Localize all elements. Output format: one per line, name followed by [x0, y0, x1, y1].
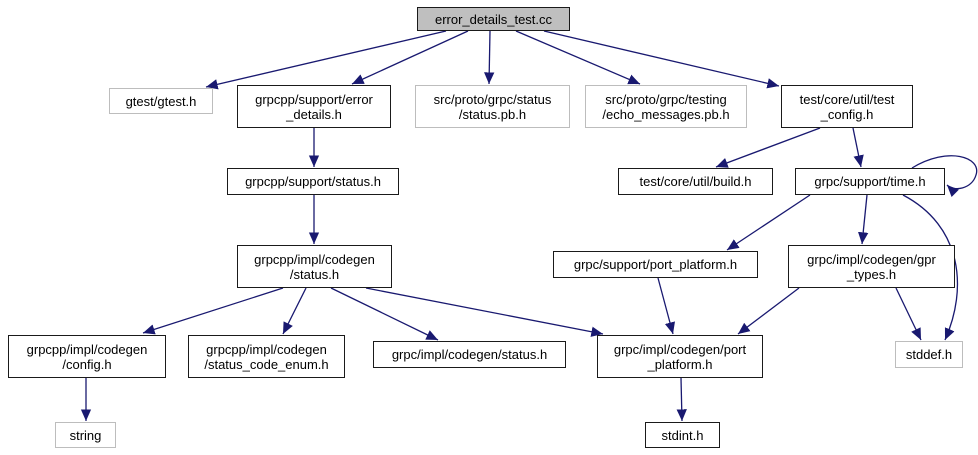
graph-node-string: string [55, 422, 116, 448]
graph-node-label: stddef.h [905, 347, 953, 362]
graph-node-stdint_h[interactable]: stdint.h [645, 422, 720, 448]
graph-node-label: src/proto/grpc/testing [605, 91, 727, 107]
graph-node-label: _platform.h [647, 356, 713, 372]
graph-node-stddef_h: stddef.h [895, 341, 963, 368]
graph-node-test_core_util_build_h[interactable]: test/core/util/build.h [618, 168, 773, 195]
edge-grpcpp_impl_codegen_status_h-to-grpc_impl_codegen_port_platform_h [365, 287, 604, 337]
graph-node-label: stdint.h [661, 427, 704, 443]
graph-node-label: string [69, 427, 102, 443]
graph-node-label: grpcpp/impl/codegen [206, 341, 327, 357]
graph-node-label: grpc/support/time.h [814, 174, 926, 189]
graph-node-label: grpcpp/support/status.h [245, 174, 381, 189]
graph-node-src_proto_grpc_status_status_pb_h: src/proto/grpc/status/status.pb.h [415, 85, 570, 128]
edge-grpcpp_impl_codegen_status_h-to-grpcpp_impl_codegen_status_code_enum_h [282, 287, 307, 335]
graph-node-grpcpp_support_error_details_h[interactable]: grpcpp/support/error_details.h [237, 85, 391, 128]
graph-node-label: test/core/util/test [799, 91, 895, 107]
graph-node-label: grpcpp/impl/codegen [26, 341, 148, 357]
graph-node-label: grpc/impl/codegen/port [613, 341, 747, 357]
graph-node-grpc_support_port_platform_h[interactable]: grpc/support/port_platform.h [553, 251, 758, 278]
graph-node-label: grpc/impl/codegen/gpr [807, 251, 936, 267]
graph-node-label: /status.h [289, 266, 340, 282]
graph-node-grpcpp_support_status_h[interactable]: grpcpp/support/status.h [227, 168, 399, 195]
edge-error_details_test_cc-to-test_core_util_test_config_h [543, 30, 780, 89]
graph-node-grpcpp_impl_codegen_status_h[interactable]: grpcpp/impl/codegen/status.h [237, 245, 392, 288]
graph-node-gtest_gtest_h: gtest/gtest.h [109, 88, 213, 114]
graph-node-grpc_impl_codegen_status_h[interactable]: grpc/impl/codegen/status.h [373, 341, 566, 368]
graph-node-label: grpcpp/impl/codegen [254, 251, 375, 267]
edge-grpcpp_impl_codegen_status_h-to-grpc_impl_codegen_status_h [330, 287, 439, 341]
edge-grpc_support_time_h-to-grpc_support_time_h [911, 155, 978, 197]
graph-node-label: /status_code_enum.h [204, 356, 329, 372]
graph-node-test_core_util_test_config_h[interactable]: test/core/util/test_config.h [781, 85, 913, 128]
graph-node-label: _config.h [820, 106, 874, 122]
graph-node-label: _types.h [846, 266, 897, 282]
graph-node-error_details_test_cc: error_details_test.cc [417, 7, 570, 31]
edge-grpc_impl_codegen_gpr_types_h-to-grpc_impl_codegen_port_platform_h [737, 287, 800, 335]
graph-node-grpc_impl_codegen_port_platform_h[interactable]: grpc/impl/codegen/port_platform.h [597, 335, 763, 378]
graph-node-label: gtest/gtest.h [125, 93, 197, 109]
graph-node-label: grpcpp/support/error [255, 91, 373, 107]
edge-grpc_support_port_platform_h-to-grpc_impl_codegen_port_platform_h [657, 277, 675, 335]
graph-node-label: grpc/impl/codegen/status.h [391, 347, 548, 362]
graph-node-label: /config.h [62, 356, 112, 372]
graph-node-label: _details.h [286, 106, 342, 122]
graph-node-grpc_impl_codegen_gpr_types_h[interactable]: grpc/impl/codegen/gpr_types.h [788, 245, 955, 288]
edge-grpc_support_time_h-to-grpc_support_port_platform_h [726, 194, 811, 251]
edge-error_details_test_cc-to-grpcpp_support_error_details_h [351, 30, 469, 85]
graph-node-label: test/core/util/build.h [639, 174, 752, 189]
edge-grpcpp_impl_codegen_status_h-to-grpcpp_impl_codegen_config_h [142, 287, 284, 335]
edge-error_details_test_cc-to-gtest_gtest_h [205, 30, 447, 90]
graph-node-grpcpp_impl_codegen_config_h[interactable]: grpcpp/impl/codegen/config.h [8, 335, 166, 378]
graph-node-src_proto_grpc_testing_echo_messages_pb_h: src/proto/grpc/testing/echo_messages.pb.… [585, 85, 747, 128]
graph-node-label: src/proto/grpc/status [433, 91, 552, 107]
graph-node-grpcpp_impl_codegen_status_code_enum_h[interactable]: grpcpp/impl/codegen/status_code_enum.h [188, 335, 345, 378]
edge-test_core_util_test_config_h-to-grpc_support_time_h [852, 127, 864, 168]
graph-node-label: grpc/support/port_platform.h [573, 257, 738, 272]
graph-node-label: /status.pb.h [458, 106, 527, 122]
graph-node-label: error_details_test.cc [434, 11, 553, 27]
edge-grpc_impl_codegen_gpr_types_h-to-stddef_h [895, 287, 922, 341]
edge-error_details_test_cc-to-src_proto_grpc_status_status_pb_h [484, 30, 495, 85]
graph-node-label: /echo_messages.pb.h [602, 106, 730, 122]
edge-error_details_test_cc-to-src_proto_grpc_testing_echo_messages_pb_h [515, 30, 641, 85]
edge-test_core_util_test_config_h-to-test_core_util_build_h [715, 127, 821, 168]
edge-grpc_support_time_h-to-grpc_impl_codegen_gpr_types_h [858, 194, 869, 245]
graph-node-grpc_support_time_h[interactable]: grpc/support/time.h [795, 168, 945, 195]
edge-grpc_impl_codegen_port_platform_h-to-stdint_h [676, 377, 687, 422]
